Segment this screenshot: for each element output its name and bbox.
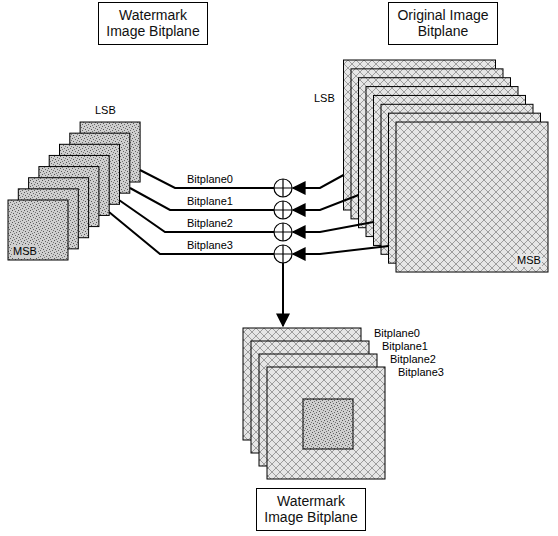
xor-cross [274, 245, 292, 263]
bitplane-arrow [293, 195, 359, 210]
bitplane-wire [130, 188, 274, 210]
bitplane-arrow [293, 246, 389, 254]
bitplane-wire [109, 212, 274, 254]
bitplane-arrow [293, 222, 374, 232]
xor-circle [274, 201, 292, 219]
result-bitplane [267, 367, 385, 479]
bit-order-label: MSB [516, 254, 542, 267]
bitplane-wire [140, 170, 274, 188]
xor-cross [274, 179, 292, 197]
bitplane-label: Bitplane1 [381, 340, 429, 353]
xor-circle [274, 223, 292, 241]
xor-symbol [274, 179, 292, 197]
illustration-group [8, 60, 548, 479]
title-box: Watermark Image Bitplane [98, 2, 208, 45]
bitplane-label: Bitplane3 [397, 366, 445, 379]
xor-circle [274, 245, 292, 263]
xor-cross [274, 223, 292, 241]
bitplane-label: Bitplane1 [186, 195, 234, 208]
xor-symbol [274, 223, 292, 241]
bitplane-label: Bitplane2 [186, 217, 234, 230]
bitplane-label: Bitplane2 [389, 353, 437, 366]
xor-symbol [274, 201, 292, 219]
title-text: Original Image Bitplane [394, 7, 492, 39]
xor-circle [274, 179, 292, 197]
title-text: Watermark Image Bitplane [104, 7, 202, 39]
bit-order-label: MSB [12, 245, 38, 258]
embedded-watermark-region [303, 399, 353, 449]
original-bitplane [396, 122, 548, 272]
title-box: Watermark Image Bitplane [256, 488, 366, 531]
output-arrow [282, 263, 284, 326]
bitplane-label: Bitplane3 [186, 239, 234, 252]
bitplane-label: Bitplane0 [373, 327, 421, 340]
title-text: Watermark Image Bitplane [262, 493, 360, 525]
xor-cross [274, 201, 292, 219]
bit-order-label: LSB [313, 92, 336, 105]
title-box: Original Image Bitplane [388, 2, 498, 45]
bitplane-label: Bitplane0 [186, 173, 234, 186]
bit-order-label: LSB [94, 104, 117, 117]
xor-symbol [274, 245, 292, 263]
watermark-bitplane [8, 200, 68, 260]
bitplane-arrow [293, 175, 344, 188]
